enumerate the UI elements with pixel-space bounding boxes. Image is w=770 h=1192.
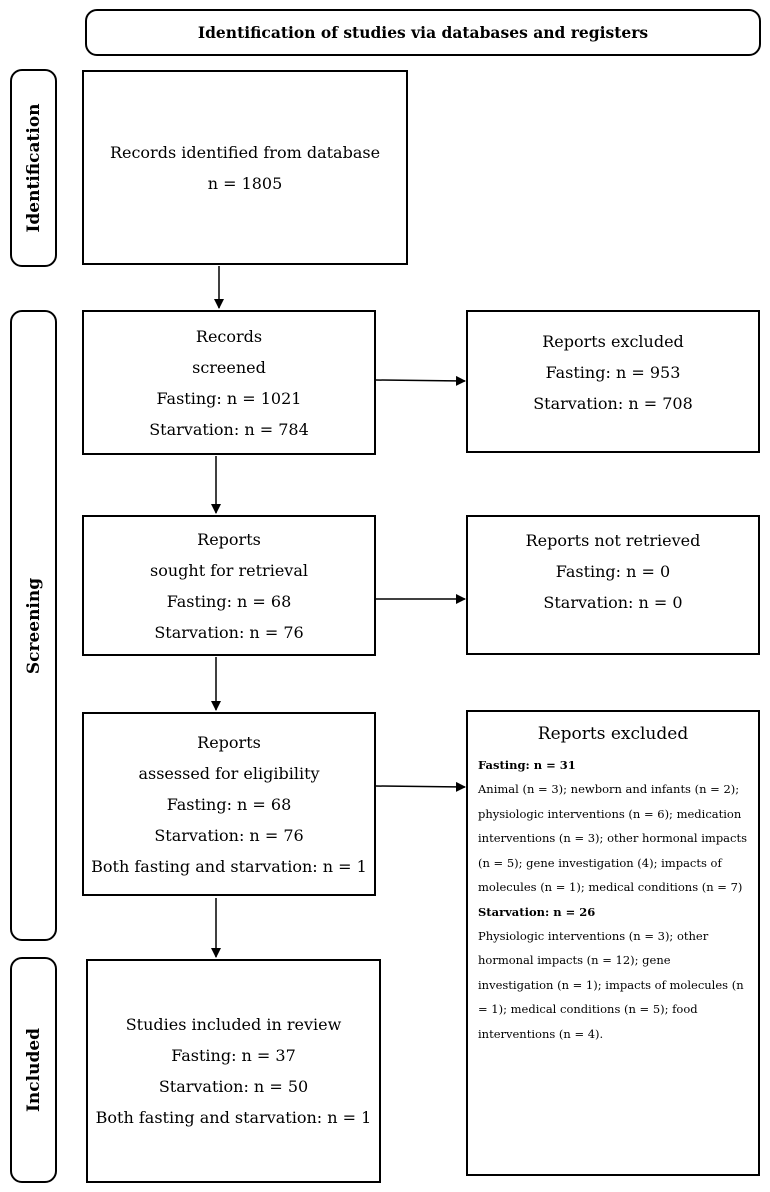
reports-assessed-box: Reports assessed for eligibility Fasting… [82, 712, 376, 896]
reports-sought-box: Reports sought for retrieval Fasting: n … [82, 515, 376, 656]
records-screened-starvation: Starvation: n = 784 [149, 419, 309, 439]
records-identified-label: Records identified from database [109, 142, 381, 162]
studies-included-starvation: Starvation: n = 50 [158, 1077, 309, 1096]
reports-not-retrieved-fasting: Fasting: n = 0 [555, 562, 671, 581]
records-screened-line2: screened [192, 357, 266, 377]
reports-excluded-box-2: Reports excluded Fasting: n = 31 Animal … [466, 710, 760, 1176]
studies-included-box: Studies included in review Fasting: n = … [86, 959, 381, 1183]
records-screened-line1: Records [195, 326, 263, 346]
arrow-assessed-to-excluded [375, 781, 466, 792]
reports-assessed-both: Both fasting and starvation: n = 1 [91, 856, 367, 876]
header-box: Identification of studies via databases … [85, 9, 761, 56]
reports-assessed-fasting: Fasting: n = 68 [166, 794, 292, 814]
stage-screening: Screening [10, 310, 57, 941]
reports-not-retrieved-title: Reports not retrieved [525, 531, 701, 550]
reports-excluded-1-title: Reports excluded [542, 332, 684, 351]
reports-sought-line1: Reports [197, 529, 261, 549]
header-title: Identification of studies via databases … [197, 23, 649, 42]
reports-excluded-2-title: Reports excluded [537, 724, 689, 744]
reports-excluded-2-fasting-heading: Fasting: n = 31 [478, 758, 576, 772]
records-identified-box: Records identified from database n = 180… [82, 70, 408, 265]
records-identified-count: n = 1805 [207, 173, 283, 193]
reports-assessed-line2: assessed for eligibility [138, 763, 320, 783]
stage-included: Included [10, 957, 57, 1183]
studies-included-label: Studies included in review [125, 1015, 342, 1034]
reports-not-retrieved-box: Reports not retrieved Fasting: n = 0 Sta… [466, 515, 760, 655]
studies-included-fasting: Fasting: n = 37 [171, 1046, 296, 1065]
reports-excluded-1-starvation: Starvation: n = 708 [533, 394, 693, 413]
studies-included-both: Both fasting and starvation: n = 1 [95, 1108, 372, 1127]
reports-assessed-starvation: Starvation: n = 76 [154, 825, 304, 845]
arrow-screened-to-excluded [375, 375, 466, 386]
reports-sought-line2: sought for retrieval [150, 560, 308, 580]
reports-excluded-2-starvation-heading: Starvation: n = 26 [478, 904, 596, 919]
reports-sought-fasting: Fasting: n = 68 [166, 591, 292, 611]
records-screened-fasting: Fasting: n = 1021 [156, 388, 302, 408]
reports-sought-starvation: Starvation: n = 76 [154, 622, 304, 642]
reports-excluded-2-starvation-text: Physiologic interventions (n = 3); other… [478, 928, 744, 1041]
reports-excluded-2-fasting-text: Animal (n = 3); newborn and infants (n =… [478, 782, 748, 894]
records-screened-box: Records screened Fasting: n = 1021 Starv… [82, 310, 376, 455]
stage-identification: Identification [10, 69, 57, 267]
reports-excluded-box-1: Reports excluded Fasting: n = 953 Starva… [466, 310, 760, 453]
reports-not-retrieved-starvation: Starvation: n = 0 [543, 593, 683, 612]
reports-assessed-line1: Reports [197, 732, 261, 752]
reports-excluded-1-fasting: Fasting: n = 953 [545, 363, 681, 382]
